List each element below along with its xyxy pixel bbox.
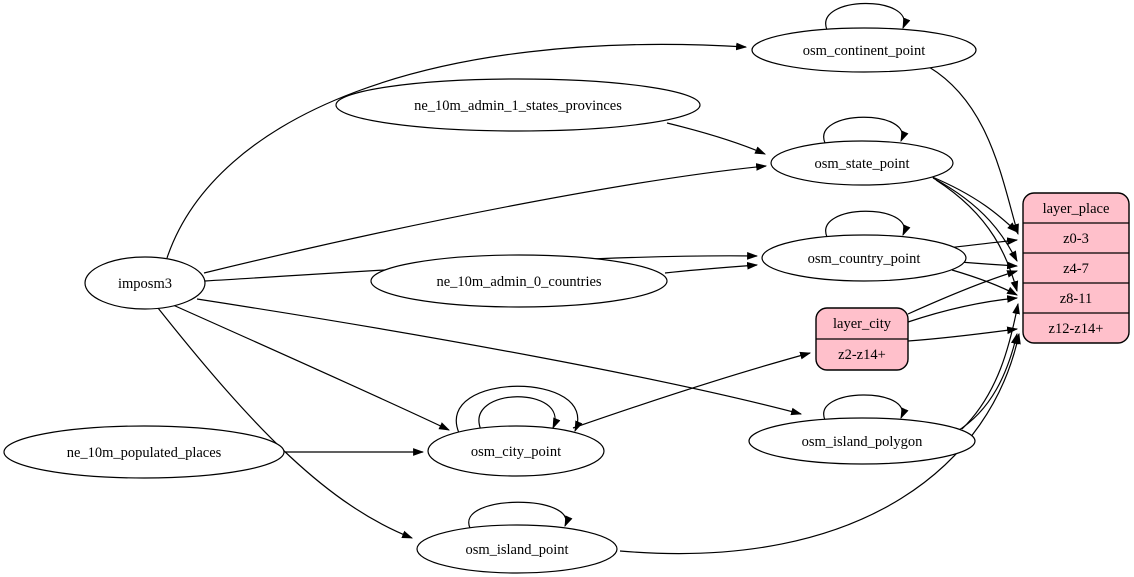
self-loop-osm_continent_point [825, 2, 911, 31]
record-row-z12-z14: z12-z14+ [1049, 321, 1104, 337]
edge-osm_island_polygon-layer_place-z8-11 [961, 302, 1020, 430]
record-row-z2-z14: z2-z14+ [838, 347, 886, 363]
node-osm_island_point: osm_island_point [416, 524, 618, 574]
node-ne_10m_admin_1_states_provinces: ne_10m_admin_1_states_provinces [335, 78, 701, 132]
self-loop-osm_state_point [823, 116, 909, 144]
node-osm_island_polygon: osm_island_polygon [748, 417, 976, 465]
edge-ne_10m_admin_1_states_provinces-osm_state_point [666, 122, 767, 155]
edges [157, 2, 1021, 555]
node-label: ne_10m_populated_places [67, 445, 222, 461]
node-osm_state_point: osm_state_point [770, 140, 954, 186]
node-label: osm_country_point [808, 251, 921, 267]
edge-imposm3-osm_island_point [157, 307, 414, 539]
edge-layer_city-layer_place-z12-z14 [907, 326, 1019, 342]
record-row-z8-11: z8-11 [1060, 291, 1092, 307]
self-loop-osm_country_point [825, 210, 911, 238]
record-title: layer_city [833, 316, 892, 332]
node-osm_continent_point: osm_continent_point [751, 27, 977, 73]
node-label: osm_city_point [471, 444, 561, 460]
node-label: osm_continent_point [803, 43, 925, 59]
node-osm_country_point: osm_country_point [761, 234, 967, 282]
edge-osm_country_point-layer_place-z8-11 [951, 269, 1018, 296]
self-loop-inner-osm_city_point [478, 396, 561, 431]
edge-imposm3-osm_continent_point [166, 42, 748, 259]
edge-osm_country_point-layer_place-z4-7 [959, 261, 1019, 270]
edge-osm_state_point-layer_place-z4-7 [932, 177, 1018, 262]
record-row-z4-7: z4-7 [1063, 261, 1089, 277]
edge-osm_city_point-layer_city [572, 351, 812, 429]
self-loop-osm_island_polygon [823, 394, 909, 421]
self-loop-osm_island_point [468, 501, 573, 529]
edge-layer_city-layer_place-z8-11 [907, 295, 1019, 323]
edge-osm_state_point-layer_place-z0-3 [929, 175, 1018, 233]
node-ne_10m_admin_0_countries: ne_10m_admin_0_countries [370, 254, 668, 308]
node-label: imposm3 [118, 276, 172, 292]
node-label: ne_10m_admin_0_countries [436, 274, 601, 290]
edge-osm_country_point-layer_place-z0-3 [947, 237, 1019, 249]
node-osm_city_point: osm_city_point [427, 425, 605, 477]
record-title: layer_place [1043, 201, 1110, 217]
edge-osm_continent_point-layer_place-z0-3 [928, 66, 1019, 236]
edge-osm_island_polygon-layer_place-z12-z14 [955, 332, 1019, 433]
edge-imposm3-osm_state_point [203, 163, 768, 274]
node-label: osm_state_point [814, 156, 909, 172]
edge-layer_city-layer_place-z4-7 [907, 270, 1019, 315]
node-ne_10m_populated_places: ne_10m_populated_places [3, 425, 285, 479]
edge-imposm3-osm_island_polygon [196, 298, 803, 416]
self-loop-outer-osm_city_point [455, 385, 583, 434]
edge-osm_state_point-layer_place-z8-11 [935, 179, 1019, 293]
node-imposm3: imposm3 [84, 256, 206, 310]
record-row-z0-3: z0-3 [1063, 231, 1089, 247]
node-label: ne_10m_admin_1_states_provinces [414, 98, 622, 114]
node-label: osm_island_polygon [802, 434, 924, 450]
node-label: osm_island_point [465, 542, 568, 558]
edge-osm_island_point-layer_place-z12-z14 [619, 332, 1021, 555]
record-layer_city: layer_city z2-z14+ [815, 307, 909, 371]
edge-ne_10m_admin_0_countries-osm_country_point [664, 261, 759, 274]
record-layer_place: layer_place z0-3 z4-7 z8-11 z12-z14+ [1022, 192, 1130, 344]
edge-imposm3-osm_city_point [172, 304, 450, 431]
